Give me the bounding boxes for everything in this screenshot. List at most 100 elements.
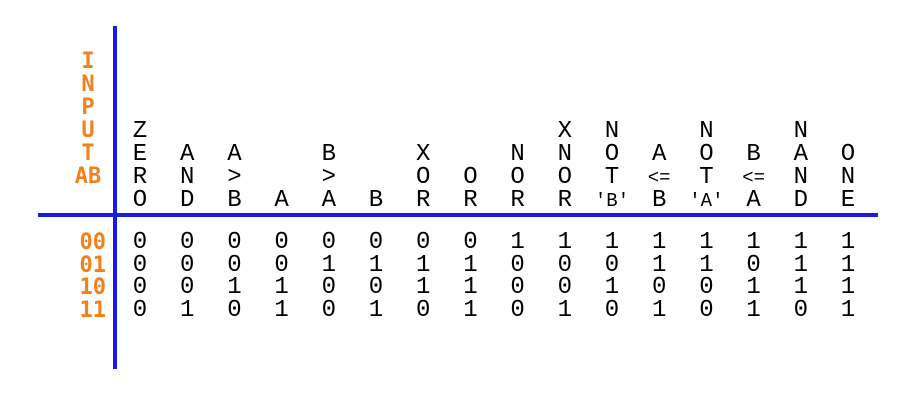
column-header-char: O (132, 187, 148, 214)
column-header-char: A (274, 187, 289, 214)
truth-value: 0 (274, 252, 289, 279)
truth-value: 1 (415, 274, 431, 301)
truth-value: 0 (179, 252, 195, 279)
input-label-char: N (81, 72, 95, 97)
column-header-char: O (557, 164, 572, 191)
truth-value: 0 (557, 274, 572, 301)
column-header-char: E (840, 187, 856, 214)
truth-value: 1 (793, 274, 808, 301)
truth-value: 0 (557, 252, 572, 279)
truth-value: 0 (179, 274, 195, 301)
truth-value: 1 (368, 252, 384, 279)
truth-value: 1 (368, 297, 384, 324)
truth-value: 0 (746, 252, 761, 279)
input-label-char: AB (74, 164, 102, 189)
column-header-char: R (557, 187, 572, 214)
truth-value: 0 (368, 229, 384, 256)
input-label-char: I (81, 49, 95, 74)
truth-value: 1 (651, 252, 667, 279)
column-header-char: O (699, 141, 714, 168)
truth-value: 0 (227, 297, 242, 324)
column-header-char: R (510, 187, 525, 214)
truth-value: 1 (840, 297, 856, 324)
truth-value: 1 (651, 297, 667, 324)
truth-value: 1 (604, 274, 620, 301)
truth-value: 0 (510, 274, 525, 301)
truth-value: 0 (227, 252, 242, 279)
truth-value: 0 (463, 229, 478, 256)
column-header-char: N (179, 164, 195, 191)
truth-value: 1 (463, 252, 478, 279)
column-header-char: D (793, 187, 808, 214)
truth-value: 0 (510, 297, 525, 324)
truth-value: 1 (651, 229, 667, 256)
column-header-char: N (510, 141, 525, 168)
truth-value: 0 (132, 229, 148, 256)
truth-value: 1 (227, 274, 242, 301)
column-header-char: D (179, 187, 195, 214)
truth-value: 1 (793, 229, 808, 256)
column-header-char: R (132, 164, 148, 191)
truth-value: 1 (699, 229, 714, 256)
truth-value: 1 (463, 297, 478, 324)
column-header-char: B (746, 141, 761, 168)
truth-value: 0 (132, 274, 148, 301)
truth-value: 1 (793, 252, 808, 279)
column-header-char: A (651, 141, 667, 168)
truth-value: 1 (840, 252, 856, 279)
truth-value: 0 (604, 252, 620, 279)
column-header-char: T (699, 164, 714, 191)
column-header-char: N (793, 164, 808, 191)
column-header-char: B (651, 187, 667, 214)
truth-value: 0 (227, 229, 242, 256)
column-header-char: O (463, 164, 478, 191)
column-header-char: Z (132, 118, 148, 145)
truth-value: 0 (415, 297, 431, 324)
truth-value: 1 (604, 229, 620, 256)
truth-value: 1 (746, 274, 761, 301)
input-label-char: P (81, 95, 95, 120)
column-header-char: A (746, 187, 761, 214)
column-header-char: 'B' (594, 190, 630, 212)
column-header-char: 'A' (689, 190, 724, 212)
column-header-char: > (227, 164, 242, 191)
truth-value: 1 (699, 252, 714, 279)
row-input-label: 00 (79, 230, 107, 255)
column-header-char: B (368, 187, 384, 214)
column-header-char: R (463, 187, 478, 214)
truth-value: 0 (179, 229, 195, 256)
truth-value: 0 (510, 252, 525, 279)
column-header-char: O (415, 164, 431, 191)
truth-value: 0 (321, 274, 336, 301)
column-header-char: O (604, 141, 620, 168)
column-header-char: B (321, 141, 336, 168)
truth-value: 1 (557, 229, 572, 256)
row-input-label: 01 (79, 253, 107, 278)
truth-value: 0 (604, 297, 620, 324)
column-header-char: A (227, 141, 242, 168)
truth-value: 0 (132, 252, 148, 279)
truth-value: 1 (840, 274, 856, 301)
column-header-char: N (793, 118, 808, 145)
column-header-char: B (227, 187, 242, 214)
column-header-char: O (840, 141, 856, 168)
truth-value: 1 (746, 297, 761, 324)
column-header-char: X (557, 118, 572, 145)
column-header-char: <= (742, 167, 765, 189)
column-header-char: A (179, 141, 195, 168)
column-header-char: N (557, 141, 572, 168)
column-header-char: A (793, 141, 808, 168)
truth-value: 0 (699, 274, 714, 301)
truth-value: 1 (274, 297, 289, 324)
truth-value: 1 (415, 252, 431, 279)
truth-value: 1 (179, 297, 195, 324)
column-header-char: O (510, 164, 525, 191)
truth-value: 1 (840, 229, 856, 256)
input-label-char: U (81, 118, 95, 143)
column-header-char: A (321, 187, 336, 214)
column-header-char: N (840, 164, 856, 191)
vertical-divider (113, 26, 117, 369)
column-header-char: R (415, 187, 431, 214)
truth-value: 0 (368, 274, 384, 301)
